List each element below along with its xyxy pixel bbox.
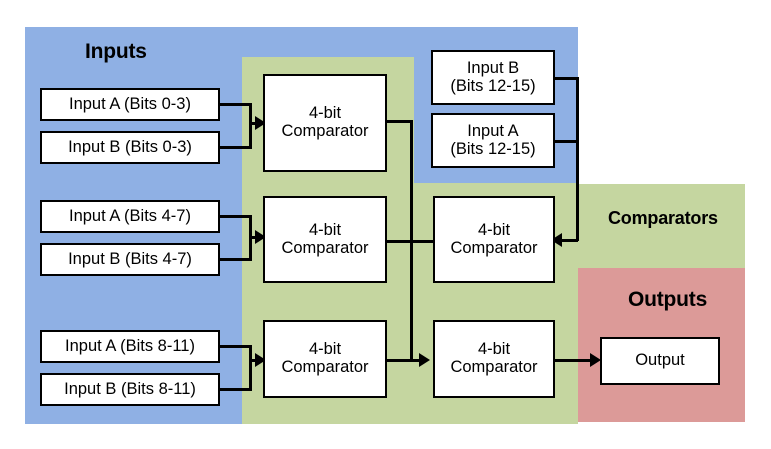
comparator-node-5[interactable]: 4-bit Comparator [433, 320, 555, 398]
input-node-a-bits-0-3[interactable]: Input A (Bits 0-3) [40, 88, 220, 121]
comparator-label-line2: Comparator [281, 238, 369, 257]
input-node-label-line1: Input B [466, 58, 520, 77]
arrow-to-cmp1 [255, 116, 266, 130]
input-node-label: Input B (Bits 0-3) [68, 137, 192, 156]
wire-b1215-h [553, 77, 579, 80]
comparator-label-line2: Comparator [281, 122, 369, 140]
comparator-node-4[interactable]: 4-bit Comparator [433, 196, 555, 283]
input-node-b-bits-4-7[interactable]: Input B (Bits 4-7) [40, 243, 220, 276]
comparators-panel-title: Comparators [608, 208, 718, 228]
wire-b811-h [219, 388, 252, 391]
arrow-to-cmp3 [255, 353, 266, 367]
comparators-panel-right [578, 184, 745, 268]
wire-cmp2-out [385, 240, 413, 243]
wire-a47-h [219, 215, 252, 218]
wire-cmp1-out [385, 120, 413, 123]
arrow-to-cmp4 [551, 233, 562, 247]
comparator-node-3[interactable]: 4-bit Comparator [263, 320, 387, 398]
comparator-label-line2: Comparator [281, 358, 369, 376]
wire-bus-to-cmp4 [560, 239, 578, 242]
wire-spine-to-cmp4 [410, 240, 435, 243]
input-node-b-bits-8-11[interactable]: Input B (Bits 8-11) [40, 373, 220, 406]
wire-cmp3-out [385, 359, 413, 362]
output-node[interactable]: Output [600, 337, 720, 385]
wire-ab03-join [249, 103, 252, 149]
input-node-label: Input A (Bits 0-3) [69, 94, 191, 113]
arrow-to-cmp5 [419, 353, 430, 367]
comparator-label-line1: 4-bit [308, 340, 342, 359]
input-node-label: Input B (Bits 8-11) [64, 379, 196, 398]
inputs-panel-title: Inputs [85, 40, 147, 63]
wire-a811-h [219, 345, 252, 348]
input-node-label-line2: (Bits 12-15) [450, 139, 536, 158]
wire-1215-bus-vertical [576, 77, 579, 241]
input-node-label-line2: (Bits 12-15) [450, 76, 536, 95]
arrow-to-output [590, 353, 601, 367]
input-node-label: Input A (Bits 8-11) [65, 336, 195, 355]
input-node-a-bits-4-7[interactable]: Input A (Bits 4-7) [40, 200, 220, 233]
input-node-a-bits-12-15[interactable]: Input A (Bits 12-15) [431, 113, 555, 168]
comparator-label-line1: 4-bit [477, 220, 511, 239]
input-node-label: Input A (Bits 4-7) [69, 206, 191, 225]
comparator-label-line1: 4-bit [308, 220, 342, 239]
comparator-label-line2: Comparator [450, 358, 538, 376]
output-node-label: Output [635, 351, 685, 370]
wire-a1215-h [553, 140, 579, 143]
input-node-label: Input B (Bits 4-7) [68, 249, 192, 268]
comparator-label-line1: 4-bit [477, 340, 511, 359]
comparator-label-line1: 4-bit [308, 104, 342, 123]
wire-a03-h [219, 103, 252, 106]
input-node-label-line1: Input A [467, 121, 519, 140]
comparator-node-1[interactable]: 4-bit Comparator [263, 74, 387, 172]
input-node-b-bits-12-15[interactable]: Input B (Bits 12-15) [431, 50, 555, 105]
comparator-label-line2: Comparator [450, 238, 538, 257]
comparator-node-2[interactable]: 4-bit Comparator [263, 196, 387, 283]
input-node-a-bits-8-11[interactable]: Input A (Bits 8-11) [40, 330, 220, 363]
wire-ab811-join [249, 345, 252, 391]
input-node-b-bits-0-3[interactable]: Input B (Bits 0-3) [40, 131, 220, 164]
outputs-panel-title: Outputs [628, 288, 708, 311]
arrow-to-cmp2 [255, 230, 266, 244]
wire-b47-h [219, 258, 252, 261]
wire-b03-h [219, 146, 252, 149]
wire-cmp5-to-output [553, 359, 595, 362]
wire-spine-to-cmp5 [410, 359, 427, 362]
